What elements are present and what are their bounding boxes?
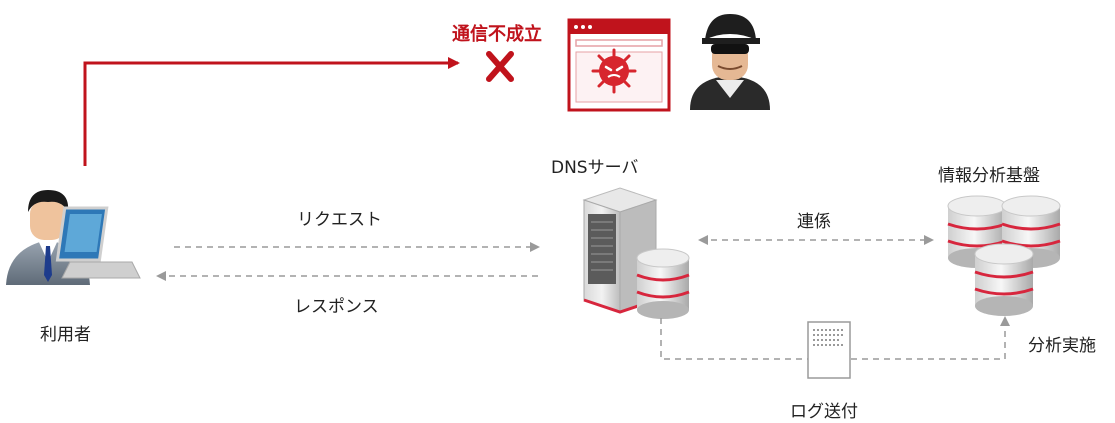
log-send-label: ログ送付	[790, 402, 858, 422]
analysis-label: 分析実施	[1028, 336, 1096, 356]
link-label: 連係	[797, 212, 831, 232]
dns-server-label: DNSサーバ	[551, 158, 639, 178]
user-at-laptop-icon	[6, 190, 141, 285]
request-label: リクエスト	[297, 210, 382, 230]
user-label: 利用者	[40, 325, 91, 345]
blocked-connection-arrow	[83, 57, 460, 166]
log-document-icon	[807, 321, 851, 379]
analysis-platform-label: 情報分析基盤	[938, 166, 1040, 186]
analysis-db-cluster	[947, 195, 1061, 316]
malicious-site-icon	[567, 18, 671, 112]
blocked-label: 通信不成立	[452, 24, 542, 45]
response-label: レスポンス	[294, 297, 379, 317]
attacker-icon	[690, 14, 770, 110]
database-icon	[636, 248, 690, 319]
blocked-x-icon	[486, 51, 514, 82]
database-icon	[974, 243, 1034, 316]
